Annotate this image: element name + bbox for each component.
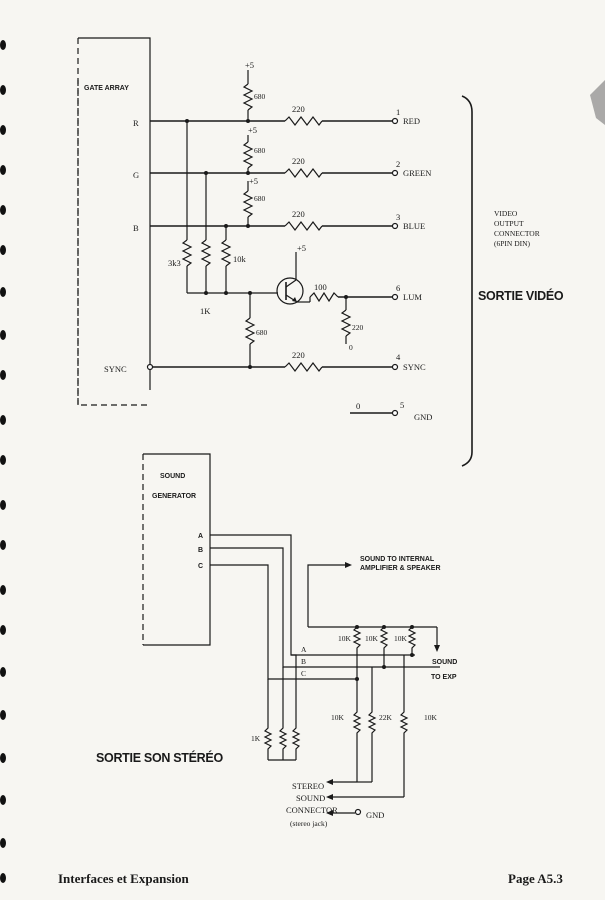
- gnd-zero: 0: [356, 401, 360, 411]
- pullup-r-value: 680: [254, 92, 266, 101]
- pullup-g-value: 680: [254, 146, 266, 155]
- supply-b: +5: [249, 176, 258, 186]
- pin-sync-label: SYNC: [104, 364, 127, 374]
- mix-res-3: 10K: [424, 713, 438, 722]
- sound-generator-label-1: SOUND: [160, 473, 185, 480]
- scan-smudge: [590, 80, 605, 125]
- series-b-value: 220: [292, 209, 305, 219]
- gate-array-label: GATE ARRAY: [84, 85, 129, 92]
- out-red-num: 1: [396, 107, 400, 117]
- mix-res-1: 10K: [331, 713, 345, 722]
- ladder-3k3: 3k3: [168, 258, 181, 268]
- sound-circuit: SOUND GENERATOR A B C A B C SOUND TO INT…: [142, 453, 457, 816]
- top-res-3: 10K: [394, 634, 408, 643]
- stereo-label-2: SOUND: [296, 793, 325, 803]
- stereo-label-1: STEREO: [292, 781, 324, 791]
- out-gnd-num: 5: [400, 400, 404, 410]
- emitter-ground: 0: [349, 343, 353, 352]
- top-res-2: 10K: [365, 634, 379, 643]
- bottom-res-1k: 1K: [251, 734, 261, 743]
- out-sync-num: 4: [396, 352, 401, 362]
- transistor-supply: +5: [297, 243, 306, 253]
- binder-holes: [0, 40, 6, 883]
- bus-b-label: B: [301, 657, 306, 666]
- top-res-1: 10K: [338, 634, 352, 643]
- stereo-label-3: CONNECTOR: [286, 805, 338, 815]
- internal-label-1: SOUND TO INTERNAL: [360, 556, 435, 563]
- footer-title: Interfaces et Expansion: [58, 871, 189, 886]
- channel-b-label: B: [198, 547, 203, 554]
- video-circuit: GATE ARRAY R G B SYNC 220 1 RED +5 680 2…: [77, 37, 473, 467]
- internal-label-2: AMPLIFIER & SPEAKER: [360, 565, 441, 572]
- video-section-title: SORTIE VIDÉO: [478, 288, 564, 303]
- exp-label-2: TO EXP: [431, 674, 457, 681]
- series-sync-value: 220: [292, 350, 305, 360]
- out-green-label: GREEN: [403, 168, 431, 178]
- connector-caption-1: VIDEO: [494, 209, 518, 218]
- pin-g-label: G: [133, 170, 139, 180]
- pin-r-label: R: [133, 118, 139, 128]
- connector-caption-3: CONNECTOR: [494, 229, 540, 238]
- out-lum-num: 6: [396, 283, 400, 293]
- channel-c-label: C: [198, 563, 203, 570]
- sound-generator-label-2: GENERATOR: [152, 493, 196, 500]
- out-blue-label: BLUE: [403, 221, 425, 231]
- series-r-value: 220: [292, 104, 305, 114]
- connector-caption-2: OUTPUT: [494, 219, 524, 228]
- sound-section-title: SORTIE SON STÉRÉO: [96, 750, 223, 765]
- supply-r: +5: [245, 60, 254, 70]
- pin-b-label: B: [133, 223, 139, 233]
- stereo-gnd-label: GND: [366, 810, 384, 820]
- out-sync-label: SYNC: [403, 362, 426, 372]
- ladder-10k: 10k: [233, 254, 247, 264]
- bus-a-label: A: [301, 645, 307, 654]
- mix-res-2: 22K: [379, 713, 393, 722]
- series-lum-value: 100: [314, 282, 327, 292]
- supply-g: +5: [248, 125, 257, 135]
- emitter-220-value: 220: [352, 323, 364, 332]
- out-lum-label: LUM: [403, 292, 422, 302]
- pullup-b-value: 680: [254, 194, 266, 203]
- connector-caption-4: (6PIN DIN): [494, 239, 531, 248]
- exp-label-1: SOUND: [432, 659, 457, 666]
- bus-c-label: C: [301, 669, 306, 678]
- out-blue-num: 3: [396, 212, 400, 222]
- channel-a-label: A: [198, 533, 203, 540]
- out-gnd-label: GND: [414, 412, 432, 422]
- ladder-1k: 1K: [200, 306, 211, 316]
- stereo-label-4: (stereo jack): [290, 819, 328, 828]
- series-g-value: 220: [292, 156, 305, 166]
- page-number: Page A5.3: [508, 871, 563, 886]
- out-red-label: RED: [403, 116, 420, 126]
- out-green-num: 2: [396, 159, 400, 169]
- ground-680-value: 680: [256, 328, 268, 337]
